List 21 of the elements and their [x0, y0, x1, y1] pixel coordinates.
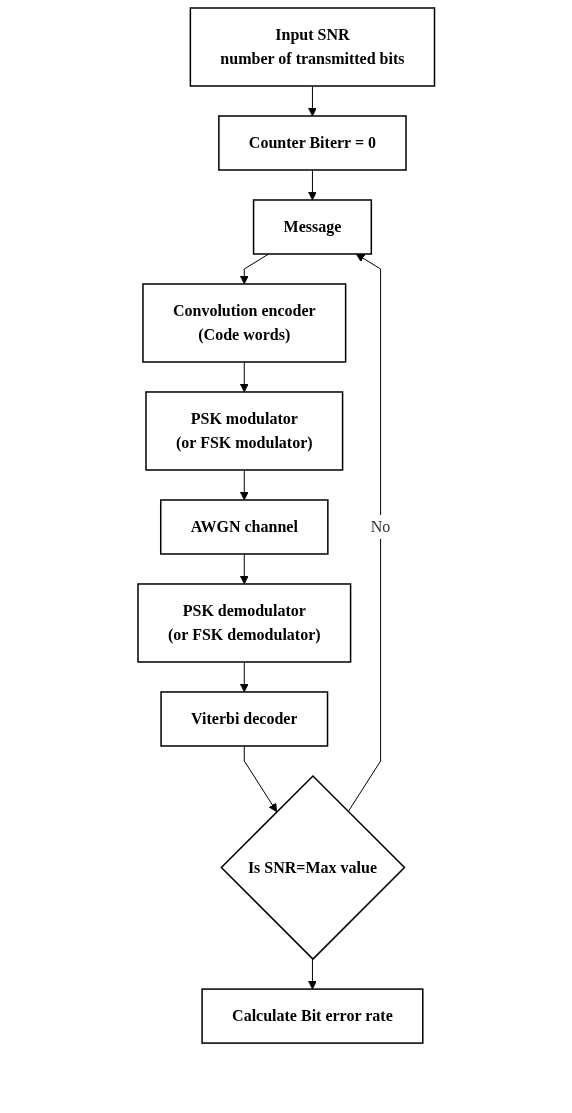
node-box: PSK demodulator (or FSK demodulator)	[137, 583, 352, 663]
arrow	[239, 469, 249, 501]
arrow	[347, 253, 381, 813]
arrow	[307, 169, 317, 201]
node-box: Input SNR number of transmitted bits	[189, 7, 435, 87]
arrow	[307, 85, 317, 117]
arrow	[243, 745, 277, 813]
node-box: Message	[252, 199, 372, 255]
arrow	[239, 361, 249, 393]
arrow	[239, 253, 269, 285]
node-box: Calculate Bit error rate	[201, 988, 424, 1044]
arrow	[239, 661, 249, 693]
arrow	[307, 958, 317, 990]
edge-label: No	[370, 517, 391, 535]
arrow	[239, 553, 249, 585]
node-diamond: Is SNR=Max value	[220, 774, 406, 961]
node-box: PSK modulator (or FSK modulator)	[145, 391, 344, 471]
node-box: Convolution encoder (Code words)	[141, 283, 347, 363]
node-box: AWGN channel	[159, 499, 329, 555]
node-box: Viterbi decoder	[160, 691, 328, 747]
node-box: Counter Biterr = 0	[217, 115, 407, 171]
